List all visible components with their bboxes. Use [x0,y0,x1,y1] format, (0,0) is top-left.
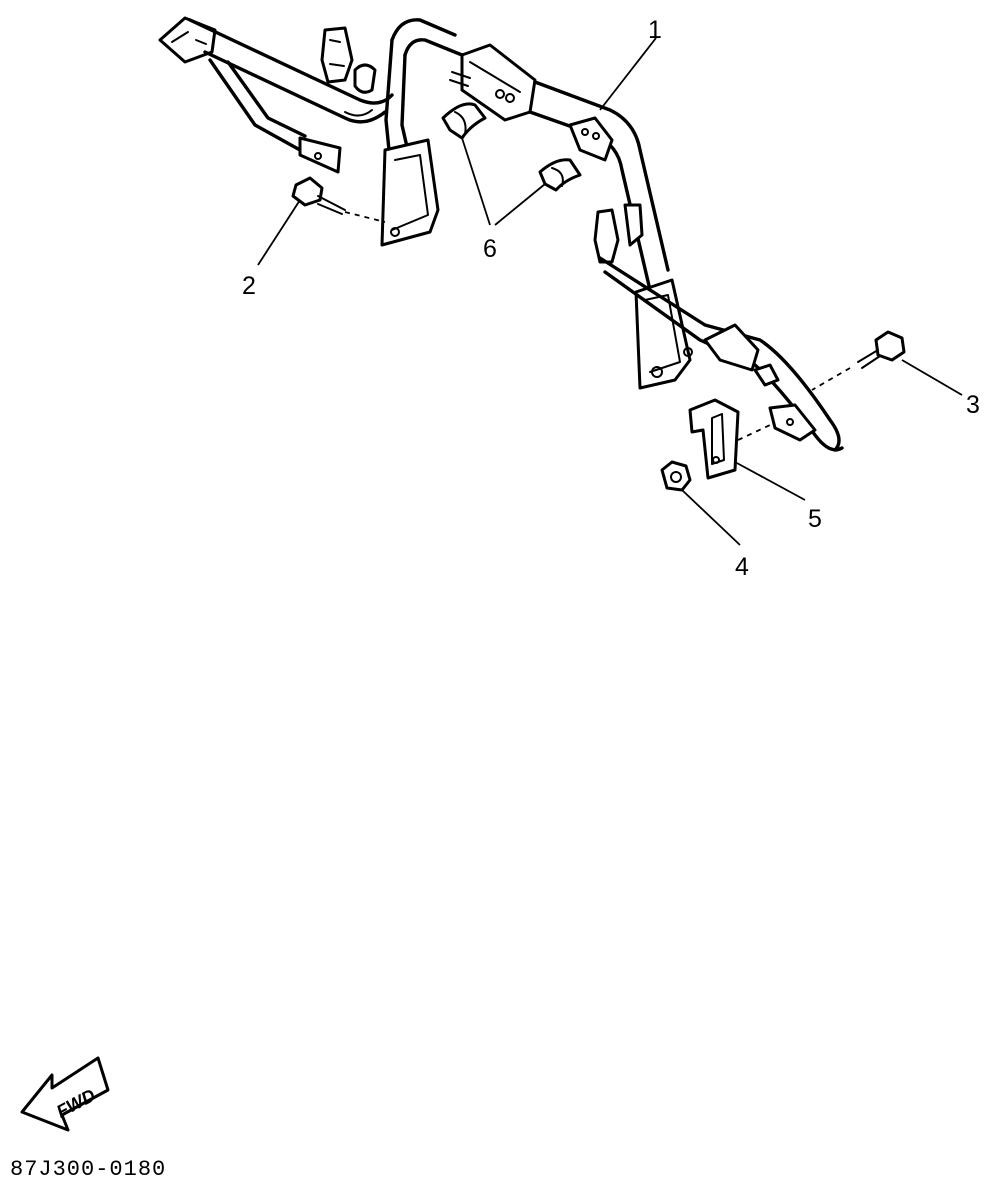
fwd-arrow-icon: FWD [20,1056,110,1132]
bracket-frame [158,16,844,452]
flange-bolt-2 [291,176,386,223]
callout-2: 2 [242,272,256,300]
drawing-code: 87J300-0180 [10,1157,166,1182]
clamp-5 [688,398,771,480]
callout-6: 6 [483,235,497,263]
callout-5: 5 [808,505,822,533]
callout-1: 1 [648,16,662,44]
callout-4: 4 [735,553,749,581]
nut-4 [660,460,692,492]
leader-lines [257,37,963,546]
flange-bolt-3 [811,330,906,391]
holder-pad-6 [441,102,582,192]
callout-3: 3 [966,391,980,419]
